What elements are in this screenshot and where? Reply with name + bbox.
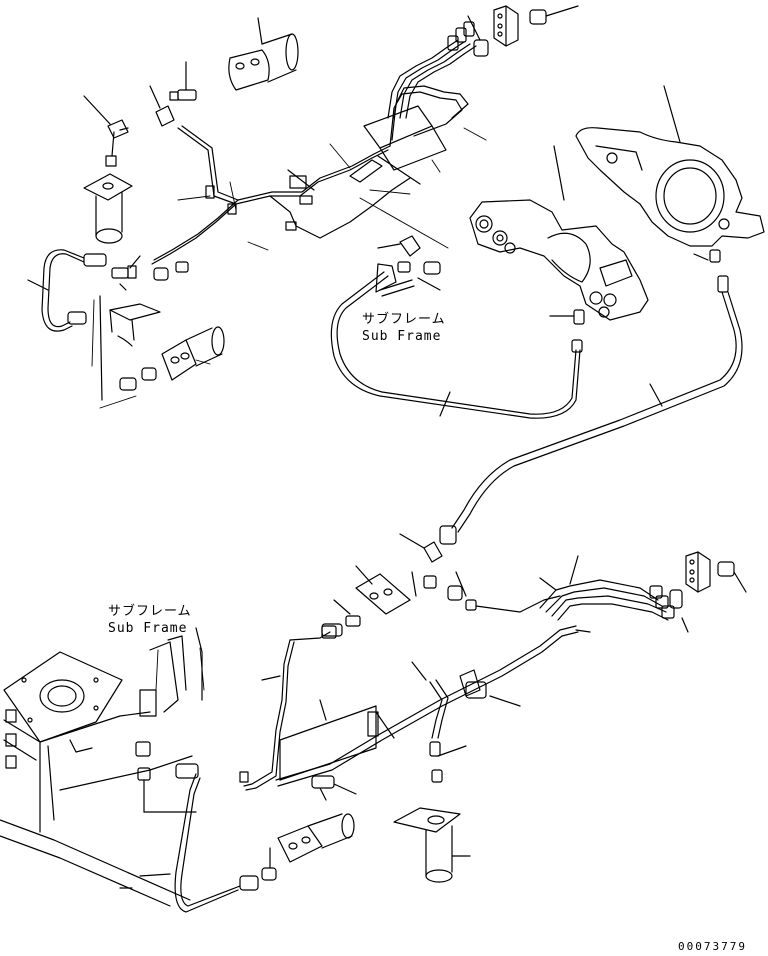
pin-upper-left [229,18,298,90]
hose-loop-top [331,272,582,418]
leader-lines-top [92,128,486,408]
pin-bottom-left [240,814,354,890]
sub-frame-label-bottom-jp: サブフレーム [108,604,192,619]
bracket-casting-right [576,86,764,246]
tube-bundle-bottom [540,556,688,632]
manifold-bottom [686,552,746,592]
drawing-number: 00073779 [678,940,747,953]
hose-long-diagonal [452,250,742,532]
clamp-plate-bottom [280,662,520,800]
elbow-fitting-top [376,236,440,296]
pin-left-lower [120,327,224,390]
tube-long-bottom [240,626,578,790]
frame-bracket-left [100,296,160,400]
pin-vertical-left [84,174,132,243]
bracket-casting-center [470,146,648,324]
sub-frame-label-top-jp: サブフレーム [362,312,446,327]
tube-bundle-top [388,16,488,146]
pin-vertical-bottom [394,742,470,882]
fittings-top-left [84,62,196,166]
hose-left-top [28,250,188,331]
pin-bottom-middle [322,566,410,636]
manifold-top [494,6,578,46]
fitting-middle-bottom [448,572,560,612]
sub-frame-label-top-en: Sub Frame [362,329,442,344]
hose-bottom-left [140,764,240,912]
leader-lines-bottom [156,648,204,690]
tube-top [152,126,410,264]
sub-frame-label-bottom-en: Sub Frame [108,621,188,636]
bracket-top [288,106,446,190]
elbow-fitting-bottom [400,526,456,596]
sub-frame-bottom [0,628,202,906]
